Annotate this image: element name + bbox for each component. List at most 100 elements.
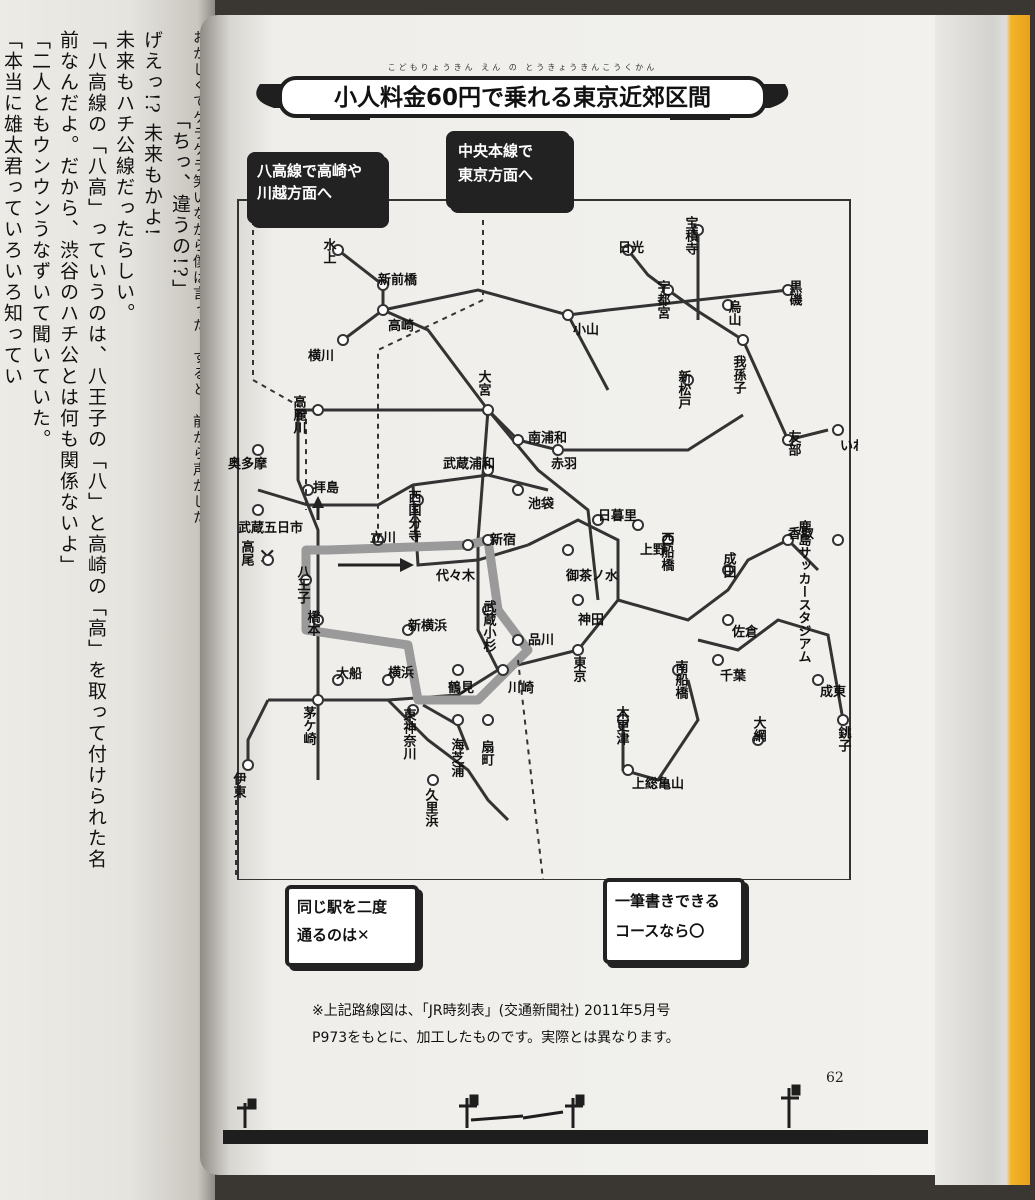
callout-same-station: 同じ駅を二度 通るのは✕ <box>285 885 419 967</box>
station-label: 新横浜 <box>408 618 447 634</box>
station-label: 赤羽 <box>551 456 577 472</box>
station-dot <box>592 514 604 526</box>
station-dot <box>752 734 764 746</box>
station-dot <box>302 484 314 496</box>
callout-text: 八高線で高崎や <box>257 162 363 180</box>
station-dot <box>482 604 494 616</box>
station-label: 新宿 <box>490 532 516 548</box>
station-dot <box>572 644 584 656</box>
text-column: 「八高線の「八高」っていうのは、八王子の「八」と高崎の「高」を取って付けられた名 <box>85 30 107 870</box>
station-dot <box>332 674 344 686</box>
station-dot <box>512 434 524 446</box>
station-label: 大網 <box>751 715 767 743</box>
title-banner: こどもりょうきん えん の とうきょうきんこうくかん 小人料金60円で乗れる東京… <box>240 63 805 130</box>
station-label: 新前橋 <box>378 272 418 288</box>
station-dot <box>482 534 494 546</box>
station-label: 木更津 <box>614 705 631 746</box>
station-label: 茅ケ崎 <box>301 705 317 746</box>
station-dot <box>782 284 794 296</box>
station-dot <box>252 444 264 456</box>
station-dot <box>832 534 844 546</box>
station-label: 南浦和 <box>528 430 567 446</box>
station-label: 橋本 <box>305 609 321 637</box>
callout-text: 通るのは✕ <box>297 926 370 944</box>
station-labels: 水上新前橋高崎横川日光宝積寺宇都宮烏山黒磯小山大宮高麗川南浦和我孫子新松戸友部い… <box>228 215 858 828</box>
station-dot <box>682 374 694 386</box>
line-yamanote-east <box>497 518 620 672</box>
map-frame <box>237 199 851 880</box>
station-dot <box>722 564 734 576</box>
text-column: 「ちっ、違うの!?」 <box>169 110 191 300</box>
station-dot <box>782 434 794 446</box>
highlighted-route <box>301 535 533 705</box>
station-dot <box>337 334 349 346</box>
station-dot <box>407 704 419 716</box>
station-dot <box>462 539 474 551</box>
station-label: 西国分寺 <box>406 490 422 543</box>
line-chuo <box>411 484 529 567</box>
station-dot <box>672 664 684 676</box>
callout-text: 同じ駅を二度 <box>297 898 388 916</box>
station-label: 池袋 <box>528 496 555 512</box>
station-dot <box>427 774 439 786</box>
station-label: 大宮 <box>476 369 492 396</box>
station-dot <box>562 309 574 321</box>
station-dot <box>712 654 724 666</box>
callout-text: 一筆書きできる <box>615 892 720 910</box>
station-label: 拝島 <box>313 480 339 496</box>
station-dot <box>722 614 734 626</box>
left-page: 「本当に雄太君っていろいろ知ってい 「二人ともウンウンうなずいて聞いていた。 前… <box>0 0 215 1200</box>
station-label: 横川 <box>308 348 334 364</box>
station-dot <box>377 304 389 316</box>
station-label: 品川 <box>528 633 554 648</box>
footer-railway <box>223 1084 928 1144</box>
station-label: 宇都宮 <box>655 279 672 319</box>
line-yamanote-west <box>476 409 500 671</box>
station-dot <box>482 404 494 416</box>
station-label: 横浜 <box>388 665 414 681</box>
station-label: 南船橋 <box>673 659 689 700</box>
station-dot <box>482 714 494 726</box>
station-label: 烏山 <box>726 299 742 327</box>
station-label: 新松戸 <box>676 369 692 410</box>
station-dot <box>662 534 674 546</box>
station-dot <box>622 764 634 776</box>
book-edge <box>935 15 1030 1185</box>
station-dot <box>497 664 509 676</box>
leader-hachiko <box>252 220 307 510</box>
text-column: 「二人ともウンウンうなずいて聞いていた。 <box>29 30 51 450</box>
text-column: 「本当に雄太君っていろいろ知ってい <box>1 30 23 387</box>
callout-text: コースなら〇 <box>615 922 705 940</box>
station-label: 佐倉 <box>731 624 759 640</box>
note-line: ※上記路線図は、「JR時刻表」(交通新聞社) 2011年5月号 <box>312 1003 671 1019</box>
station-label: 成田 <box>721 551 737 579</box>
line-ito <box>246 699 270 765</box>
station-label: 立川 <box>370 530 396 546</box>
station-label: 上総亀山 <box>632 776 684 792</box>
station-dot <box>402 624 414 636</box>
station-label: 大船 <box>336 666 362 682</box>
title-ruby: こどもりょうきん えん の とうきょうきんこうくかん <box>387 63 658 72</box>
line-tohoku <box>567 288 789 317</box>
station-label: 久里浜 <box>423 787 439 828</box>
callout-text: 東京方面へ <box>458 166 534 184</box>
station-dot <box>312 694 324 706</box>
station-dot <box>300 574 312 586</box>
station-dot <box>512 484 524 496</box>
page-number: 62 <box>826 1070 844 1086</box>
line-musashino <box>298 408 744 452</box>
station-label: 我孫子 <box>731 354 747 395</box>
station-dot <box>312 614 324 626</box>
station-label: 八王子 <box>295 565 312 605</box>
line-joetsu <box>337 248 385 342</box>
station-label: 西船橋 <box>659 532 675 572</box>
callout-chuo-line: 中央本線で 東京方面へ <box>446 131 570 209</box>
station-dot <box>252 504 264 516</box>
station-label: 東京 <box>571 655 587 683</box>
station-label: 香取 <box>787 526 815 542</box>
station-dot <box>562 544 574 556</box>
line-joban <box>741 339 829 442</box>
station-dot <box>452 714 464 726</box>
source-note: ※上記路線図は、「JR時刻表」(交通新聞社) 2011年5月号 P973をもとに… <box>312 998 832 1053</box>
